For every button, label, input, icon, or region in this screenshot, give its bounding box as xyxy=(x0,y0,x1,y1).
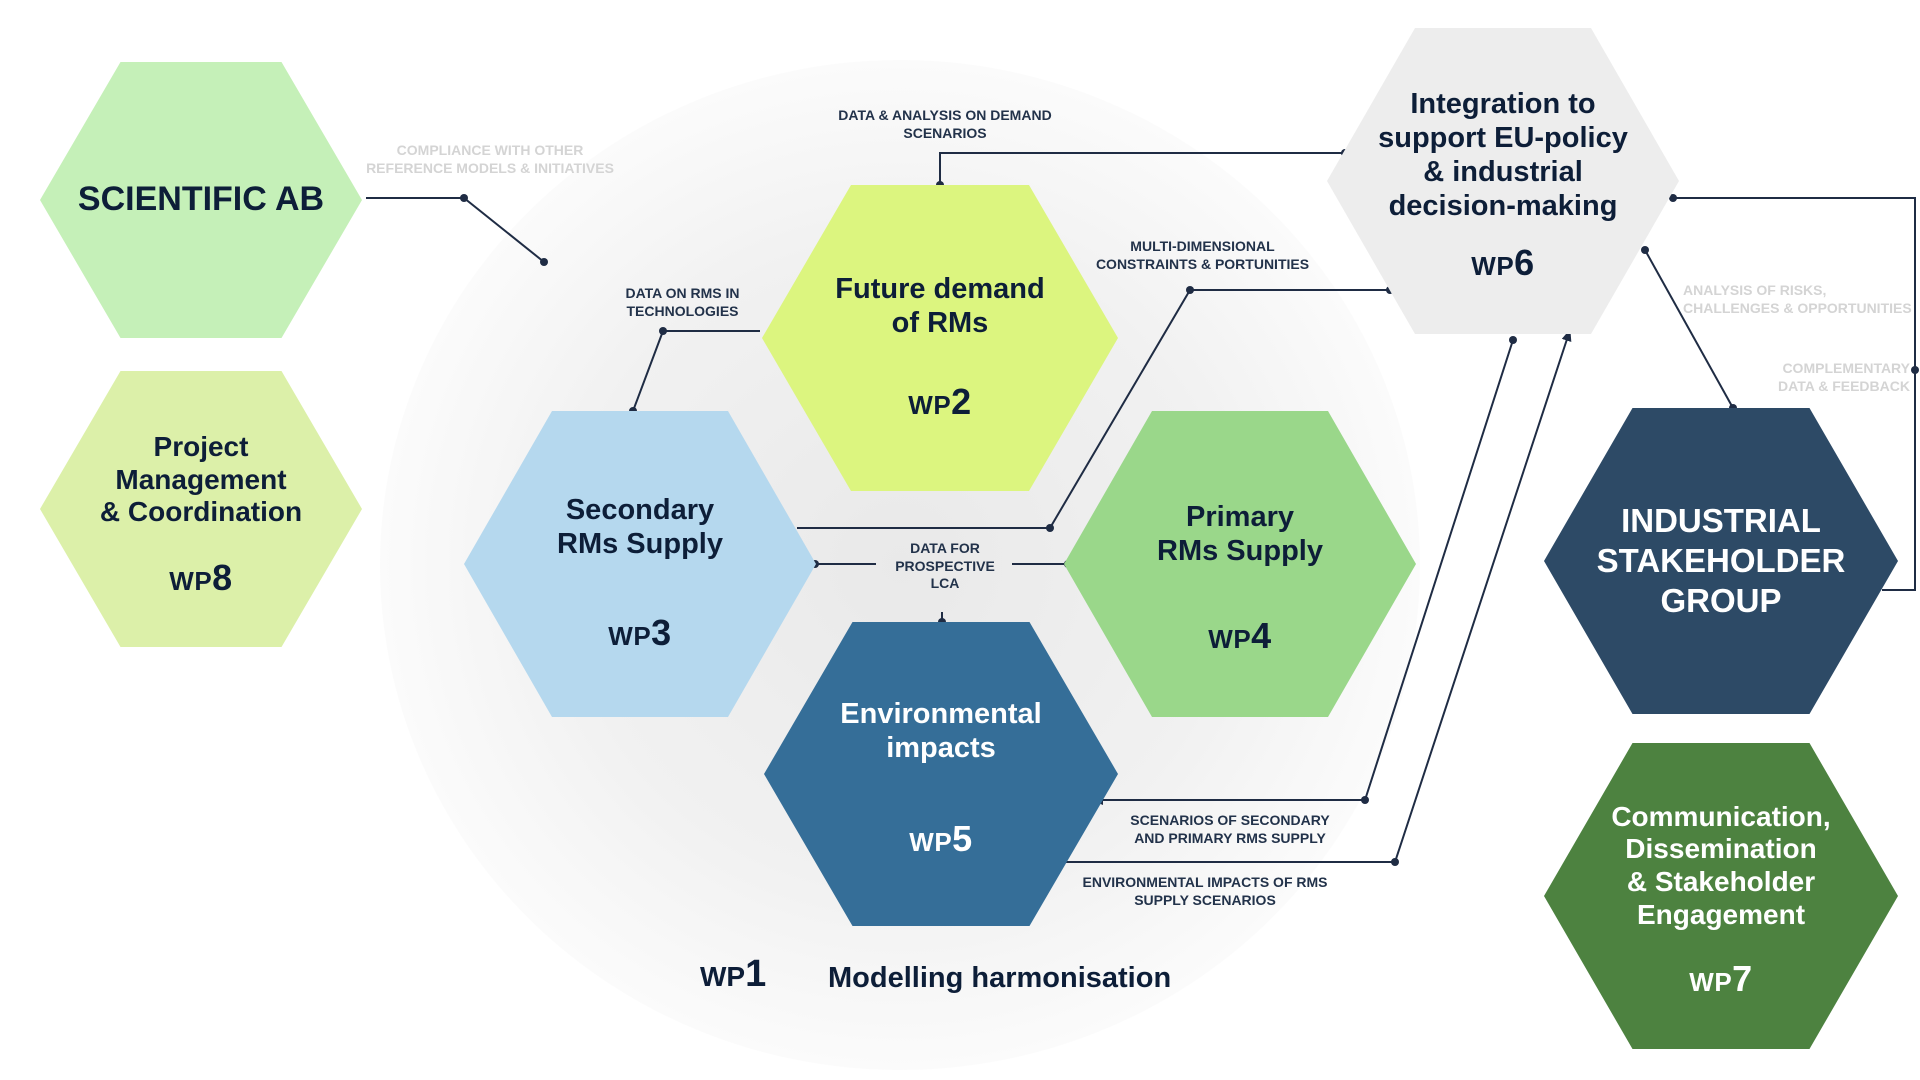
connector-wp6-industrial xyxy=(1644,249,1734,409)
label-data-rms-technologies: DATA ON RMS IN TECHNOLOGIES xyxy=(625,285,740,319)
node-industrial-stakeholder-group: INDUSTRIAL STAKEHOLDER GROUP xyxy=(1544,408,1898,714)
node-wp3: Secondary RMs Supply WP3 xyxy=(464,411,816,717)
wp-badge: WP4 xyxy=(1208,614,1272,656)
wp-badge: WP8 xyxy=(169,557,233,599)
wp-badge: WP3 xyxy=(608,611,672,653)
label-multi-dimensional: MULTI-DIMENSIONAL CONSTRAINTS & PORTUNIT… xyxy=(1095,238,1310,272)
node-wp5: Environmental impacts WP5 xyxy=(764,622,1118,926)
wp-badge: WP5 xyxy=(909,817,973,859)
wp-badge: WP6 xyxy=(1471,241,1535,283)
connector-industrial-wp6-loop xyxy=(1673,197,1916,591)
footer-title: Modelling harmonisation xyxy=(828,962,1172,994)
label-data-analysis-demand: DATA & ANALYSIS ON DEMAND SCENARIOS xyxy=(838,107,1052,141)
label-complementary: COMPLEMENTARY DATA & FEEDBACK xyxy=(1778,360,1910,394)
footer-wp-badge: WP1 xyxy=(700,953,767,995)
wp-badge: WP7 xyxy=(1689,957,1753,999)
node-title: Environmental impacts xyxy=(840,698,1042,764)
label-environmental-impacts-supply: ENVIRONMENTAL IMPACTS OF RMS SUPPLY SCEN… xyxy=(1082,874,1328,908)
node-title: Integration to support EU-policy & indus… xyxy=(1378,88,1628,222)
node-title: Primary RMs Supply xyxy=(1157,501,1323,567)
label-analysis-risks: ANALYSIS OF RISKS, CHALLENGES & OPPORTUN… xyxy=(1683,282,1912,316)
label-scenarios-supply: SCENARIOS OF SECONDARY AND PRIMARY RMS S… xyxy=(1130,812,1330,846)
node-title: SCIENTIFIC AB xyxy=(77,180,325,219)
wp-badge: WP2 xyxy=(908,380,972,422)
label-compliance: COMPLIANCE WITH OTHER REFERENCE MODELS &… xyxy=(366,142,614,176)
node-title: Project Management & Coordination xyxy=(99,430,303,528)
connector-wp3-wp2 xyxy=(632,330,760,412)
node-title: Secondary RMs Supply xyxy=(557,494,723,560)
connector-scientific-ab xyxy=(366,197,545,263)
label-data-prospective-lca: DATA FOR PROSPECTIVE LCA xyxy=(895,540,995,591)
node-title: Communication, Dissemination & Stakehold… xyxy=(1611,800,1831,930)
node-wp7: Communication, Dissemination & Stakehold… xyxy=(1544,743,1898,1049)
node-title: INDUSTRIAL STAKEHOLDER GROUP xyxy=(1596,501,1846,620)
connector-wp2-wp6 xyxy=(939,152,1345,185)
node-title: Future demand of RMs xyxy=(835,273,1045,339)
connector-wp3-wp6 xyxy=(797,289,1390,529)
